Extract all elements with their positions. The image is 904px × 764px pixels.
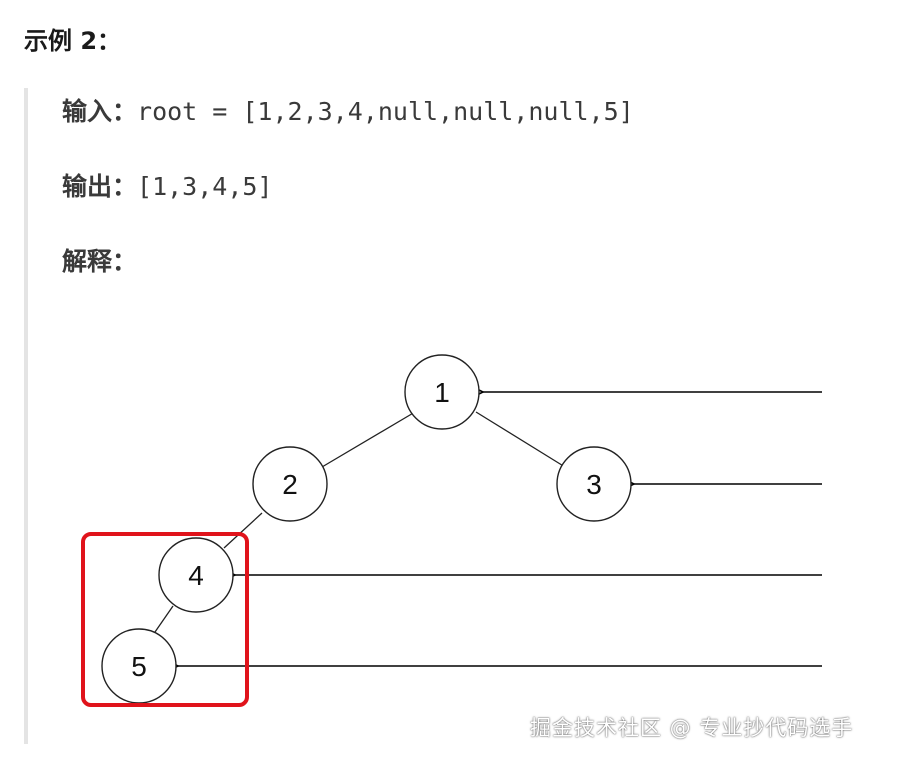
tree-node-3-label: 3: [586, 469, 602, 500]
input-label: 输入：: [62, 97, 138, 126]
tree-node-1-label: 1: [434, 377, 450, 408]
tree-node-3: 3: [556, 446, 632, 522]
example-heading: 示例 2：: [24, 27, 122, 55]
edge-2-4: [223, 512, 263, 549]
blockquote-bar: [24, 88, 28, 744]
tree-node-2-label: 2: [282, 469, 298, 500]
tree-node-1: 1: [404, 354, 480, 430]
edge-1-3: [475, 411, 566, 468]
output-line: 输出：[1,3,4,5]: [62, 171, 272, 203]
tree-node-2: 2: [252, 446, 328, 522]
tree-node-4: 4: [158, 537, 234, 613]
explain-label: 解释：: [62, 247, 138, 276]
output-code: [1,3,4,5]: [137, 172, 273, 201]
output-label: 输出：: [62, 172, 138, 201]
tree-node-5-label: 5: [131, 651, 147, 682]
input-code: root = [1,2,3,4,null,null,null,5]: [137, 97, 634, 126]
tree-node-5: 5: [101, 628, 177, 704]
edge-4-5: [154, 605, 174, 633]
tree-node-4-label: 4: [188, 560, 204, 591]
highlight-box: [81, 532, 249, 707]
explain-line: 解释：: [62, 246, 137, 278]
watermark: 掘金技术社区 @ 专业抄代码选手: [530, 716, 854, 740]
edge-1-2: [321, 411, 416, 468]
input-line: 输入：root = [1,2,3,4,null,null,null,5]: [62, 96, 634, 128]
